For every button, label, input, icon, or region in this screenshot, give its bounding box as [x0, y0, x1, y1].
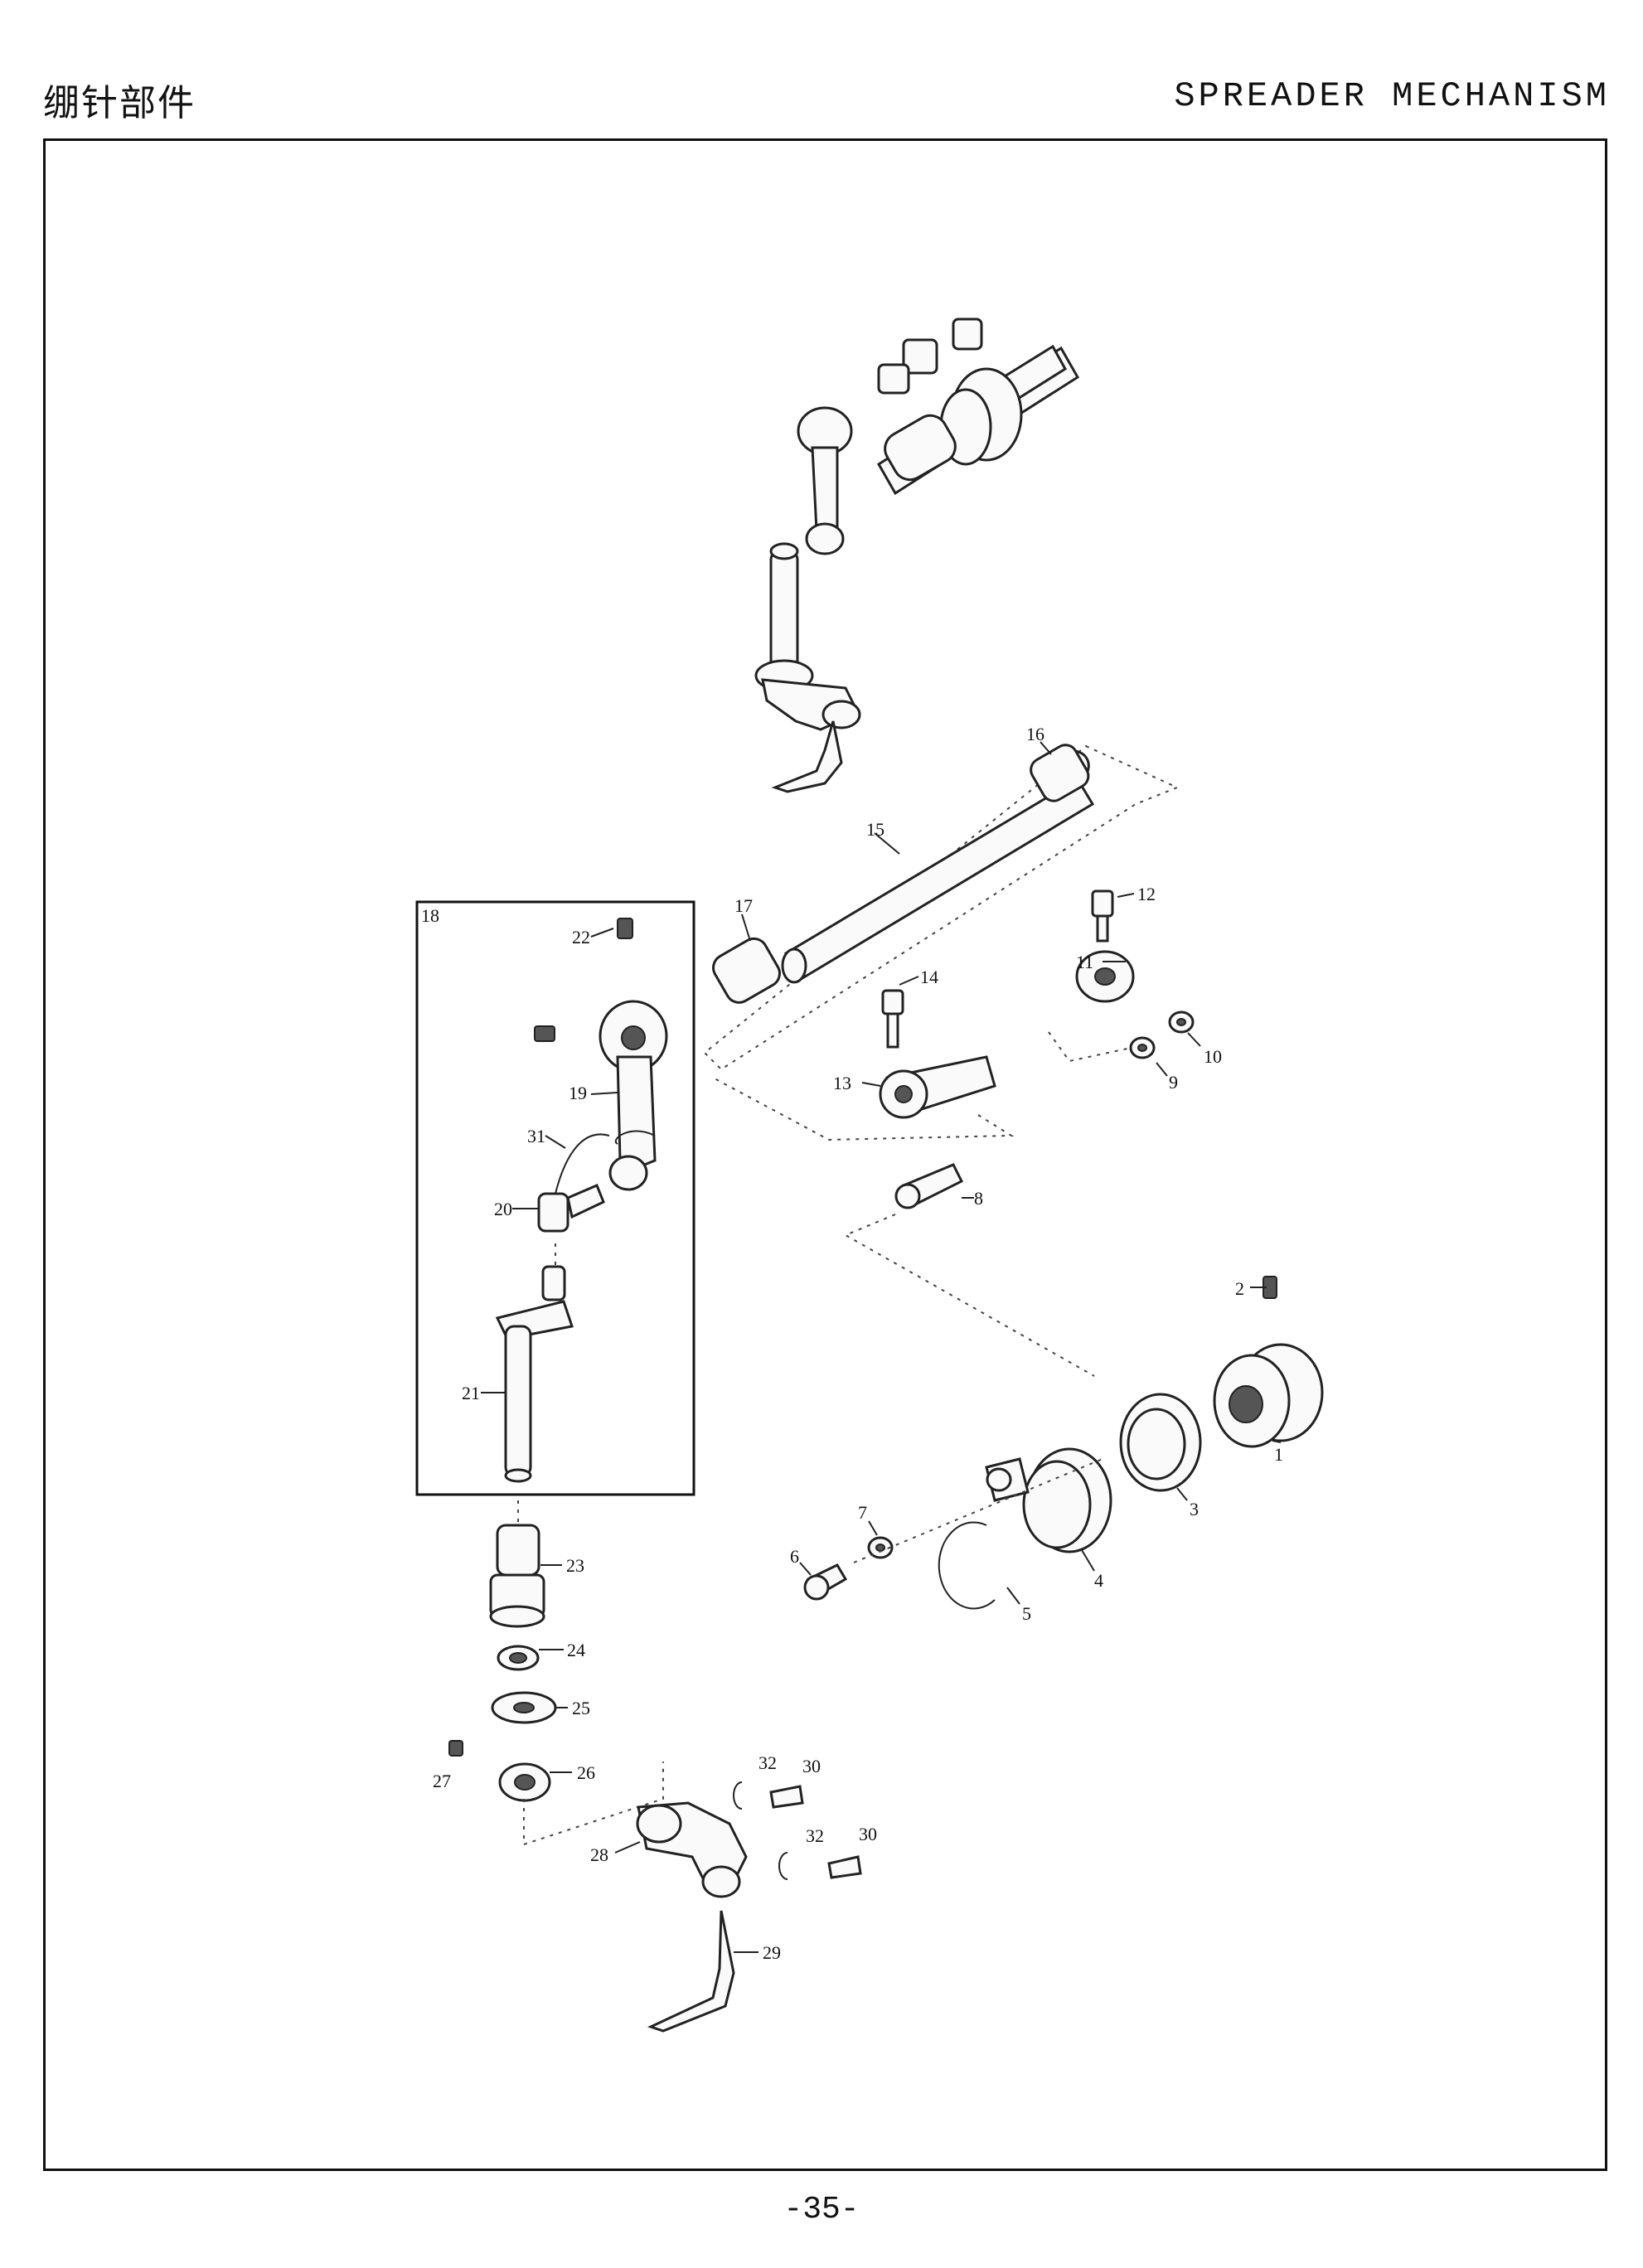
callout-7: 7 [858, 1502, 867, 1523]
crank-and-stud [712, 989, 1095, 1377]
callout-9: 9 [1169, 1072, 1178, 1093]
callout-20: 20 [494, 1199, 512, 1219]
callout-19: 19 [569, 1083, 587, 1103]
callout-16: 16 [1026, 724, 1044, 744]
callout-12: 12 [1137, 884, 1156, 904]
callout-21: 21 [462, 1383, 480, 1403]
callout-32-upper: 32 [758, 1752, 777, 1773]
callout-1: 1 [1274, 1444, 1283, 1465]
callout-24: 24 [567, 1640, 585, 1660]
diagram-frame [43, 138, 1607, 2171]
callout-14: 14 [920, 967, 938, 987]
spreader-shaft-assembly [703, 744, 1180, 1071]
page-title-cn: 绷针部件 [43, 82, 196, 124]
callout-22: 22 [572, 927, 590, 947]
cam-bearing-assembly [803, 1276, 1324, 1610]
callout-32-lower: 32 [806, 1825, 824, 1846]
callout-29: 29 [763, 1942, 781, 1963]
callout-27: 27 [433, 1771, 451, 1791]
callout-31: 31 [527, 1126, 545, 1146]
callout-28: 28 [590, 1844, 608, 1865]
callout-11: 11 [1076, 952, 1093, 972]
callout-30-upper: 30 [802, 1756, 821, 1776]
page-title-en: SPREADER MECHANISM [1174, 76, 1610, 116]
collar-and-screws [1048, 889, 1195, 1063]
callout-10: 10 [1204, 1046, 1222, 1067]
callout-3: 3 [1190, 1499, 1199, 1519]
callout-25: 25 [572, 1698, 590, 1718]
callout-2: 2 [1235, 1278, 1244, 1299]
callout-8: 8 [974, 1188, 983, 1209]
callout-5: 5 [1022, 1603, 1031, 1624]
sub-assembly-18 [415, 900, 695, 1496]
callout-26: 26 [577, 1762, 595, 1783]
leader-lines [481, 741, 1282, 1953]
callout-6: 6 [790, 1546, 799, 1567]
lower-spreader-assembly [448, 1500, 862, 2033]
callout-4: 4 [1094, 1570, 1103, 1591]
callout-labels: 1 2 3 4 5 6 7 8 9 10 11 12 13 14 15 16 1… [421, 724, 1283, 1963]
callout-30-lower: 30 [859, 1824, 877, 1844]
assembled-mechanism-illustration [754, 317, 1080, 793]
callout-15: 15 [866, 819, 885, 840]
callout-18: 18 [421, 905, 439, 926]
callout-17: 17 [734, 895, 753, 916]
callout-23: 23 [566, 1555, 584, 1576]
page-number: -35- [783, 2192, 860, 2227]
callout-13: 13 [833, 1073, 851, 1093]
